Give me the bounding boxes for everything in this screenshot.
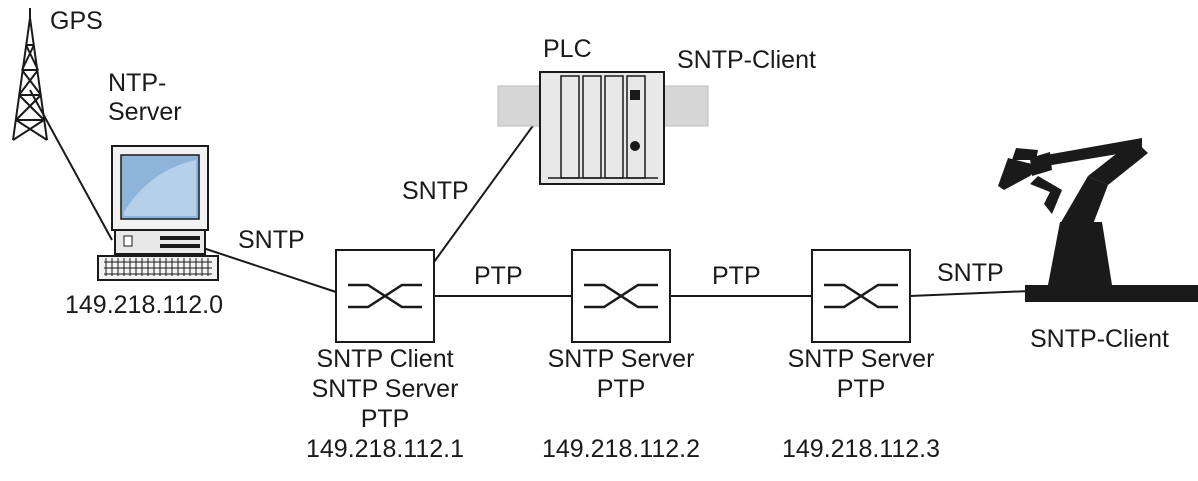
- ntp-server-label-line1: NTP-: [108, 69, 167, 97]
- gps-antenna-icon: [12, 8, 48, 141]
- switch-3-role: PTP: [836, 375, 886, 403]
- switch-1-caption: SNTP Client SNTP Server PTP 149.218.112.…: [285, 344, 485, 464]
- switch-1-role: SNTP Server: [311, 375, 459, 403]
- ntp-server-label-line2: Server: [108, 98, 182, 126]
- link-label-switch1-plc: SNTP: [402, 177, 469, 205]
- robot-icon: [998, 138, 1198, 302]
- ntp-server-ip: 149.218.112.0: [65, 291, 224, 319]
- switch-2-caption: SNTP Server PTP 149.218.112.2: [521, 344, 721, 464]
- switch-2-role: PTP: [596, 375, 646, 403]
- link-switch3-to-robot: [909, 290, 1031, 297]
- switch-3-icon: [811, 249, 911, 343]
- link-server-to-switch1: [199, 246, 337, 293]
- switch-1-role: PTP: [360, 405, 410, 433]
- gps-label: GPS: [50, 7, 103, 35]
- switch-2-ip: 149.218.112.2: [541, 435, 701, 463]
- switch-2-icon: [571, 249, 671, 343]
- switch-1-icon: [335, 249, 435, 343]
- link-label-switch2-switch3: PTP: [712, 262, 761, 290]
- robot-role-label: SNTP-Client: [1030, 325, 1169, 353]
- switch-3-ip: 149.218.112.3: [781, 435, 941, 463]
- link-label-server-switch1: SNTP: [238, 226, 305, 254]
- plc-role-label: SNTP-Client: [677, 46, 816, 74]
- computer-icon: [97, 145, 219, 281]
- link-switch1-to-plc: [433, 115, 541, 263]
- switch-1-role: SNTP Client: [316, 345, 454, 373]
- link-label-switch3-robot: SNTP: [937, 259, 1004, 287]
- switch-3-role: SNTP Server: [787, 345, 935, 373]
- switch-2-role: SNTP Server: [547, 345, 695, 373]
- switch-1-ip: 149.218.112.1: [305, 435, 465, 463]
- plc-label: PLC: [543, 35, 592, 63]
- switch-3-caption: SNTP Server PTP 149.218.112.3: [761, 344, 961, 464]
- link-label-switch1-switch2: PTP: [474, 262, 523, 290]
- plc-icon: [497, 71, 709, 185]
